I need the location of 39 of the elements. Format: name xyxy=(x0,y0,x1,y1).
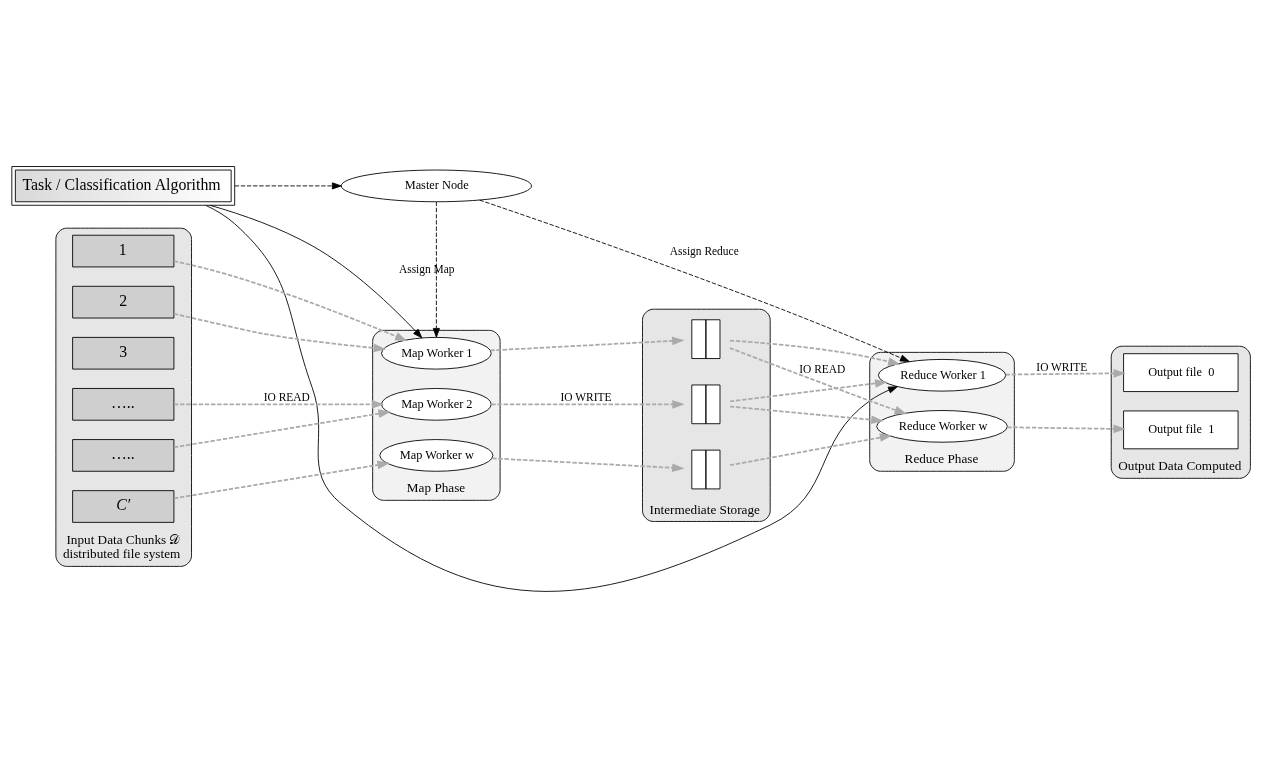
arrow xyxy=(490,400,685,409)
arrow xyxy=(173,260,408,342)
arrow xyxy=(205,204,898,592)
arrow xyxy=(209,204,423,339)
arrow xyxy=(173,400,385,409)
arrow xyxy=(173,460,390,500)
node-box: Output file 0 xyxy=(1123,353,1239,392)
node-ellipse: Map Worker w xyxy=(379,439,494,472)
node-box: ….. xyxy=(72,439,175,472)
node-box: C′ xyxy=(72,490,175,523)
edge-label: IO READ xyxy=(263,391,310,404)
node-ellipse: Map Worker 2 xyxy=(381,388,492,421)
edge-label: IO WRITE xyxy=(560,391,612,404)
node-box: ….. xyxy=(72,388,175,421)
arrow xyxy=(728,339,901,366)
node-box: 3 xyxy=(72,336,175,370)
node-ellipse: Master Node xyxy=(340,169,532,203)
node-box: 1 xyxy=(72,234,175,268)
edge-label: Assign Reduce xyxy=(669,244,739,257)
arrow xyxy=(729,433,893,467)
edge-label: IO READ xyxy=(799,362,846,375)
arrow xyxy=(173,312,387,353)
cluster: Intermediate Storage xyxy=(642,308,771,522)
arrow xyxy=(489,336,685,352)
arrow xyxy=(729,347,907,415)
arrow xyxy=(491,457,685,473)
arrow xyxy=(173,409,391,449)
arrow xyxy=(432,201,440,338)
edge-label: IO WRITE xyxy=(1036,361,1088,374)
arrow xyxy=(729,379,888,403)
arrow xyxy=(1004,369,1126,378)
node-ellipse: Map Worker 1 xyxy=(381,336,492,370)
edge-label: Assign Map xyxy=(398,262,455,275)
arrow xyxy=(234,182,342,190)
node-box: 2 xyxy=(72,285,175,319)
arrow xyxy=(729,405,884,425)
arrow xyxy=(1006,424,1126,434)
node-box: Output file 1 xyxy=(1123,410,1239,450)
arrow xyxy=(479,199,910,362)
